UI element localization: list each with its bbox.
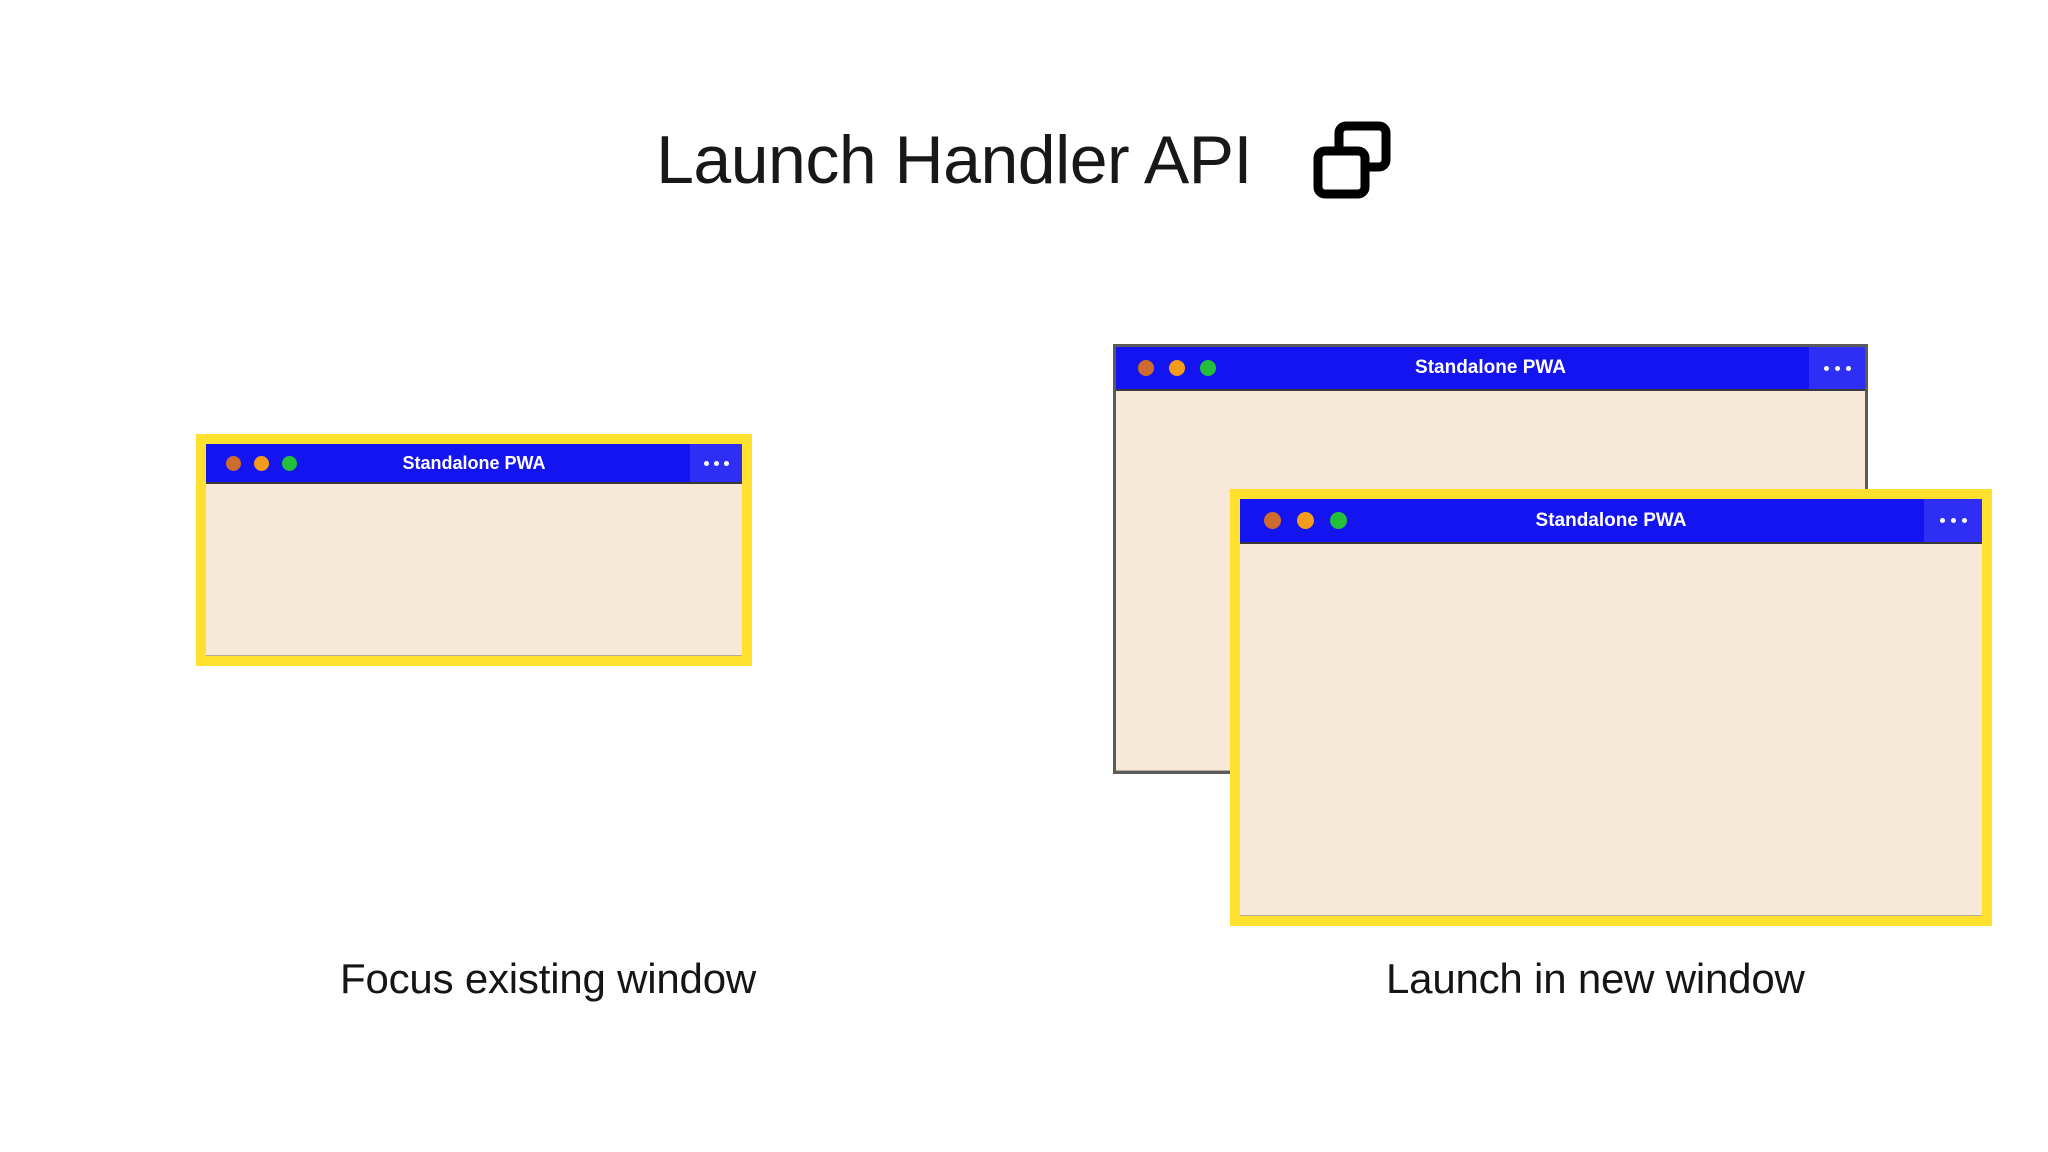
ellipsis-icon	[1823, 365, 1851, 371]
caption-focus-existing-window: Focus existing window	[340, 955, 756, 1002]
window-overflow-menu-button[interactable]	[1809, 347, 1865, 389]
close-window-icon[interactable]	[1138, 360, 1154, 376]
window-titlebar[interactable]: Standalone PWA	[206, 444, 742, 484]
pwa-window-focused-existing[interactable]: Standalone PWA	[196, 434, 752, 666]
window-content-area	[1240, 544, 1982, 916]
minimize-window-icon[interactable]	[1297, 512, 1314, 529]
ellipsis-icon	[703, 460, 729, 466]
windows-overlap-icon	[1312, 120, 1392, 200]
pwa-window-newly-launched[interactable]: Standalone PWA	[1230, 489, 1992, 926]
page-header: Launch Handler API	[0, 120, 2048, 200]
close-window-icon[interactable]	[1264, 512, 1281, 529]
traffic-light-buttons[interactable]	[1264, 512, 1363, 529]
window-titlebar[interactable]: Standalone PWA	[1116, 347, 1865, 391]
traffic-light-buttons[interactable]	[1138, 360, 1231, 376]
window-inner: Standalone PWA	[1240, 499, 1982, 916]
window-content-area	[206, 484, 742, 656]
close-window-icon[interactable]	[226, 455, 241, 471]
window-overflow-menu-button[interactable]	[1924, 499, 1982, 542]
traffic-light-buttons[interactable]	[226, 455, 310, 471]
minimize-window-icon[interactable]	[1169, 360, 1185, 376]
maximize-window-icon[interactable]	[1330, 512, 1347, 529]
maximize-window-icon[interactable]	[282, 455, 297, 471]
window-inner: Standalone PWA	[206, 444, 742, 656]
window-titlebar[interactable]: Standalone PWA	[1240, 499, 1982, 544]
page-title: Launch Handler API	[656, 122, 1252, 198]
caption-launch-in-new-window: Launch in new window	[1386, 955, 1805, 1002]
ellipsis-icon	[1939, 518, 1967, 523]
minimize-window-icon[interactable]	[254, 455, 269, 471]
maximize-window-icon[interactable]	[1200, 360, 1216, 376]
window-overflow-menu-button[interactable]	[690, 444, 742, 482]
